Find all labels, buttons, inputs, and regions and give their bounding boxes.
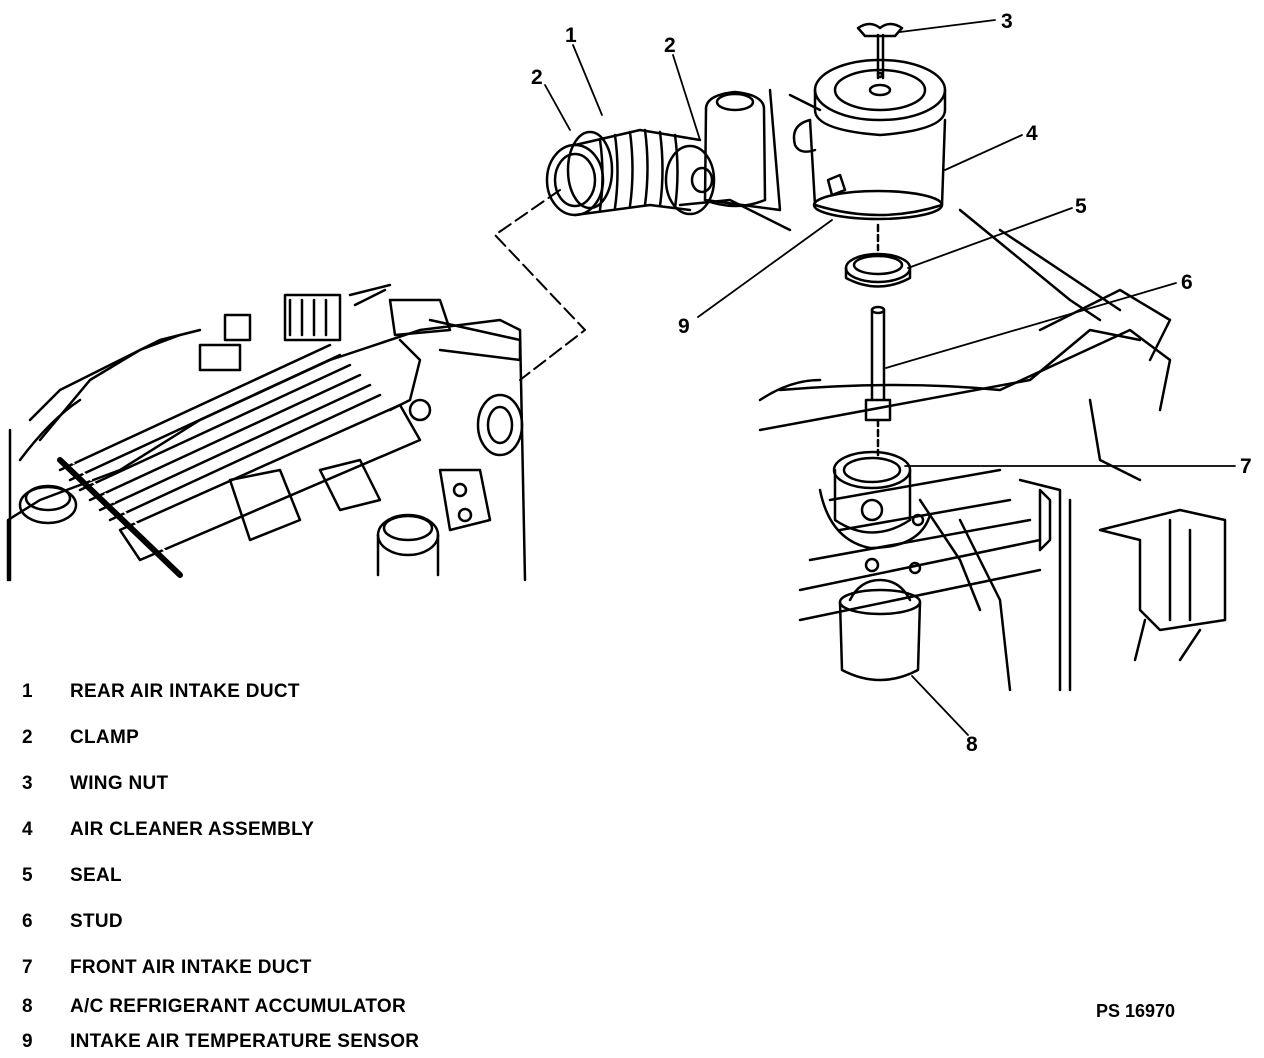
legend-number: 8 <box>22 996 33 1017</box>
callout-1: 1 <box>565 24 577 47</box>
legend-label: AIR CLEANER ASSEMBLY <box>70 819 315 840</box>
callout-2-right: 2 <box>664 34 676 57</box>
callout-4: 4 <box>1026 122 1038 145</box>
legend-number: 5 <box>22 865 33 886</box>
legend-number: 6 <box>22 911 33 932</box>
callout-9: 9 <box>678 315 690 338</box>
legend-label: INTAKE AIR TEMPERATURE SENSOR <box>70 1031 420 1052</box>
legend-number: 7 <box>22 957 33 978</box>
ac-accumulator-drawing <box>838 578 922 682</box>
callout-5: 5 <box>1075 195 1087 218</box>
legend-label: CLAMP <box>70 727 140 748</box>
legend-label: STUD <box>70 911 123 932</box>
legend-label: WING NUT <box>70 773 169 794</box>
air-cleaner-assembly-drawing <box>792 22 947 221</box>
legend-label: A/C REFRIGERANT ACCUMULATOR <box>70 996 407 1017</box>
front-air-intake-duct-drawing <box>758 208 1227 692</box>
engine-illustration <box>6 283 527 582</box>
legend-label: SEAL <box>70 865 122 886</box>
legend-label: REAR AIR INTAKE DUCT <box>70 681 300 702</box>
legend-number: 3 <box>22 773 33 794</box>
legend-number: 9 <box>22 1031 33 1052</box>
legend-number: 1 <box>22 681 33 702</box>
callout-2-left: 2 <box>531 66 543 89</box>
figure-reference: PS 16970 <box>1096 1001 1176 1021</box>
legend-label: FRONT AIR INTAKE DUCT <box>70 957 312 978</box>
stud-drawing <box>864 305 892 457</box>
callout-8: 8 <box>966 733 978 756</box>
rear-air-intake-duct-drawing <box>545 88 822 232</box>
legend-number: 2 <box>22 727 33 748</box>
callout-3: 3 <box>1001 10 1013 33</box>
callout-6: 6 <box>1181 271 1193 294</box>
callout-7: 7 <box>1240 455 1252 478</box>
legend-number: 4 <box>22 819 33 840</box>
